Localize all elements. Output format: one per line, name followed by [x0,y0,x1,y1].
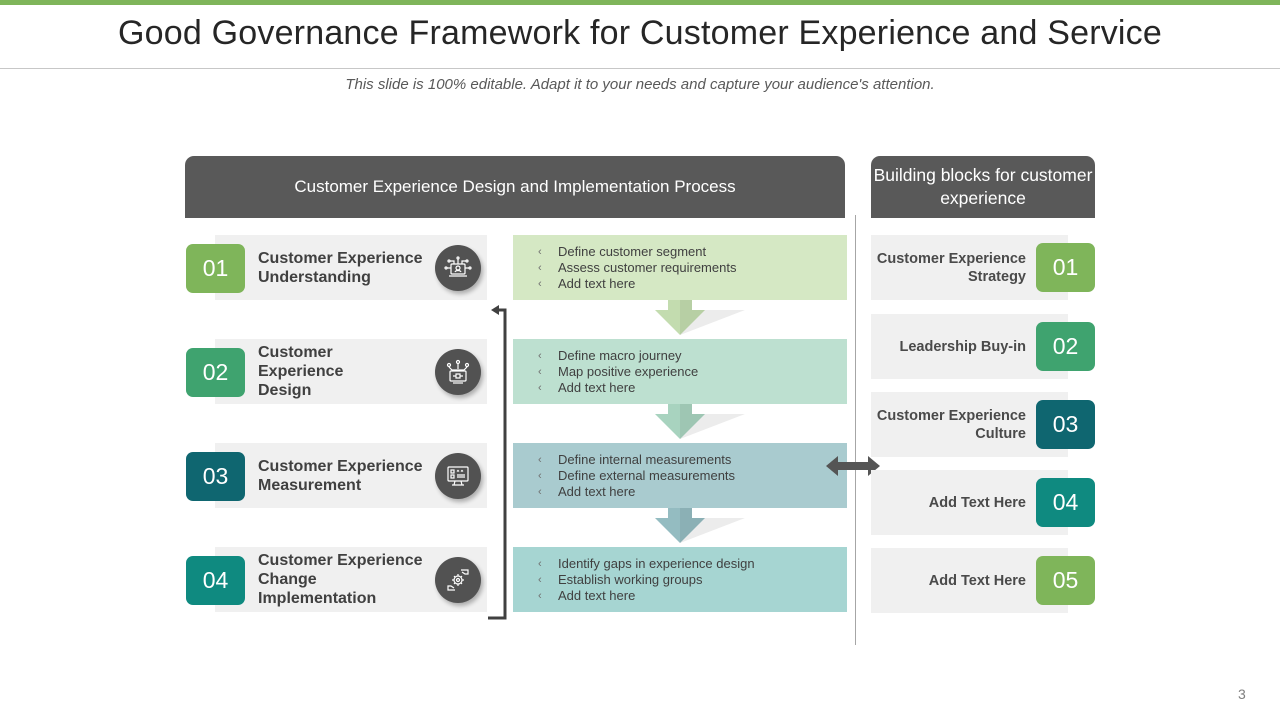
process-step: 03 Customer Experience Measurement [185,443,487,508]
block-number-badge: 05 [1036,556,1095,605]
building-block-item: Add Text Here 05 [871,548,1095,613]
feedback-loop-arrow [488,305,507,620]
top-accent-bar [0,0,1280,5]
block-label: Customer Experience Culture [876,407,1026,442]
laptop-network-user-icon [435,245,481,291]
bullet-chevron-icon: ‹ [538,261,542,274]
block-label: Add Text Here [928,572,1026,589]
slide-title: Good Governance Framework for Customer E… [118,14,1162,52]
step-number-badge: 01 [186,244,245,293]
process-bullet-item: ‹ Add text here [538,588,847,604]
process-bullet-item: ‹ Define internal measurements [538,452,847,468]
process-bullet-item: ‹ Establish working groups [538,572,847,588]
bullet-text: Add text here [558,483,636,499]
page-number: 3 [1238,686,1246,702]
arrow-shape [655,508,705,543]
bullet-chevron-icon: ‹ [538,573,542,586]
arrow-shade [680,508,705,543]
block-number-badge: 02 [1036,322,1095,371]
bullet-text: Add text here [558,379,636,395]
double-headed-arrow-icon [826,456,880,476]
bullet-chevron-icon: ‹ [538,277,542,290]
design-network-icon [435,349,481,395]
step-number-badge: 03 [186,452,245,501]
block-label: Add Text Here [928,494,1026,511]
step-label: Customer Experience Design [258,344,344,399]
arrow-shape [655,300,705,335]
process-bullet-item: ‹ Define macro journey [538,348,847,364]
process-bullet-item: ‹ Add text here [538,276,847,292]
step-number-badge: 04 [186,556,245,605]
step-number-badge: 02 [186,348,245,397]
process-bullet-item: ‹ Define customer segment [538,244,847,260]
block-background [871,235,1068,300]
process-bullet-item: ‹ Identify gaps in experience design [538,556,847,572]
process-box: ‹ Identify gaps in experience design ‹ Esta… [513,547,847,612]
building-block-item: Add Text Here 04 [871,470,1095,535]
bullet-chevron-icon: ‹ [538,453,542,466]
hands-gear-icon [435,557,481,603]
bullet-chevron-icon: ‹ [538,557,542,570]
process-box: ‹ Define internal measurements ‹ Define ext… [513,443,847,508]
block-background [871,314,1068,379]
bullet-text: Assess customer requirements [558,259,737,275]
block-background [871,392,1068,457]
bullet-text: Identify gaps in experience design [558,555,755,571]
process-step: 02 Customer Experience Design [185,339,487,404]
down-arrow [655,508,745,543]
bullet-text: Map positive experience [558,363,699,379]
process-bullet-item: ‹ Add text here [538,484,847,500]
process-bullet-item: ‹ Assess customer requirements [538,260,847,276]
column-divider [855,215,856,645]
bullet-chevron-icon: ‹ [538,245,542,258]
building-block-item: Customer Experience Culture 03 [871,392,1095,457]
process-bullet-item: ‹ Add text here [538,380,847,396]
bullet-text: Define macro journey [558,347,682,363]
bullet-text: Define internal measurements [558,451,732,467]
building-block-item: Customer Experience Strategy 01 [871,235,1095,300]
process-box: ‹ Define macro journey ‹ Map positive exper… [513,339,847,404]
bullet-chevron-icon: ‹ [538,469,542,482]
block-number-badge: 01 [1036,243,1095,292]
bullet-text: Define external measurements [558,467,736,483]
step-label: Customer Experience Understanding [258,249,423,286]
block-number-badge: 03 [1036,400,1095,449]
monitor-rating-icon [435,453,481,499]
bullet-text: Establish working groups [558,571,703,587]
arrow-shape [655,404,705,439]
bullet-text: Add text here [558,275,636,291]
bullet-text: Add text here [558,587,636,603]
bullet-chevron-icon: ‹ [538,349,542,362]
title-divider [0,68,1280,69]
bullet-chevron-icon: ‹ [538,365,542,378]
process-box: ‹ Define customer segment ‹ Assess customer… [513,235,847,300]
building-block-item: Leadership Buy-in 02 [871,314,1095,379]
process-bullet-item: ‹ Define external measurements [538,468,847,484]
block-number-badge: 04 [1036,478,1095,527]
bullet-text: Define customer segment [558,243,707,259]
building-blocks-header: Building blocks for customer experience [871,156,1095,218]
bullet-chevron-icon: ‹ [538,589,542,602]
arrow-shade [680,404,705,439]
bullet-chevron-icon: ‹ [538,485,542,498]
bullet-chevron-icon: ‹ [538,381,542,394]
block-label: Customer Experience Strategy [876,250,1026,285]
down-arrow [655,404,745,439]
block-background [871,470,1068,535]
arrow-shade [680,300,705,335]
process-step: 04 Customer Experience Change Implementa… [185,547,487,612]
block-background [871,548,1068,613]
step-label: Customer Experience Measurement [258,457,423,494]
process-header: Customer Experience Design and Implement… [185,156,845,218]
slide-subtitle: This slide is 100% editable. Adapt it to… [345,76,935,93]
process-bullet-item: ‹ Map positive experience [538,364,847,380]
process-step: 01 Customer Experience Understanding [185,235,487,300]
step-label: Customer Experience Change Implementatio… [258,552,423,607]
block-label: Leadership Buy-in [899,338,1027,355]
down-arrow [655,300,745,335]
